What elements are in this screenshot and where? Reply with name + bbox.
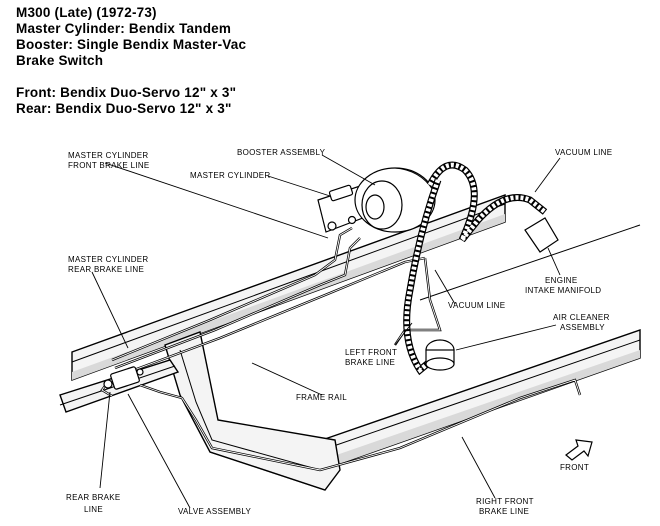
label-engine-manifold-1: ENGINE	[545, 276, 577, 285]
label-vacuum-line-top: VACUUM LINE	[555, 148, 612, 157]
label-right-front-1: RIGHT FRONT	[476, 497, 534, 506]
valve-assembly	[103, 366, 144, 390]
vacuum-hose-top	[426, 161, 548, 243]
vacuum-hose-lower	[403, 178, 442, 376]
label-air-cleaner-2: ASSEMBLY	[560, 323, 605, 332]
right-front-brake-line	[139, 378, 582, 472]
label-rear-brake-1: REAR BRAKE	[66, 493, 121, 502]
label-valve-assembly: VALVE ASSEMBLY	[178, 507, 251, 516]
label-left-front-2: BRAKE LINE	[345, 358, 395, 367]
label-air-cleaner-1: AIR CLEANER	[553, 313, 610, 322]
label-frame-rail: FRAME RAIL	[296, 393, 347, 402]
air-cleaner-assembly	[425, 339, 455, 371]
label-engine-manifold-2: INTAKE MANIFOLD	[525, 286, 601, 295]
spec-master-cylinder: Master Cylinder: Bendix Tandem	[16, 21, 232, 36]
label-booster-assembly: BOOSTER ASSEMBLY	[237, 148, 326, 157]
leader-lines	[91, 154, 561, 509]
label-master-cylinder: MASTER CYLINDER	[190, 171, 271, 180]
spec-brake-switch: Brake Switch	[16, 53, 104, 68]
booster-assembly	[354, 167, 436, 233]
label-right-front-2: BRAKE LINE	[479, 507, 529, 516]
label-mc-front-line-2: FRONT BRAKE LINE	[68, 161, 150, 170]
label-front: FRONT	[560, 463, 589, 472]
spec-booster: Booster: Single Bendix Master-Vac	[16, 37, 247, 52]
engine-intake-manifold	[524, 217, 559, 253]
label-vacuum-line-mid: VACUUM LINE	[448, 301, 505, 310]
left-front-brake-line	[394, 257, 442, 346]
label-mc-rear-line-2: REAR BRAKE LINE	[68, 265, 144, 274]
spec-title: M300 (Late) (1972-73)	[16, 5, 157, 20]
spec-block: M300 (Late) (1972-73) Master Cylinder: B…	[16, 5, 246, 117]
brake-line-bundle	[111, 226, 426, 378]
spec-rear-brakes: Rear: Bendix Duo-Servo 12" x 3"	[16, 101, 232, 116]
label-mc-front-line-1: MASTER CYLINDER	[68, 151, 149, 160]
front-arrow-icon	[565, 439, 593, 461]
label-rear-brake-2: LINE	[84, 505, 103, 514]
label-mc-rear-line-1: MASTER CYLINDER	[68, 255, 149, 264]
crossmember	[164, 331, 341, 491]
label-left-front-1: LEFT FRONT	[345, 348, 397, 357]
spec-front-brakes: Front: Bendix Duo-Servo 12" x 3"	[16, 85, 237, 100]
frame-rail-right	[321, 224, 641, 471]
